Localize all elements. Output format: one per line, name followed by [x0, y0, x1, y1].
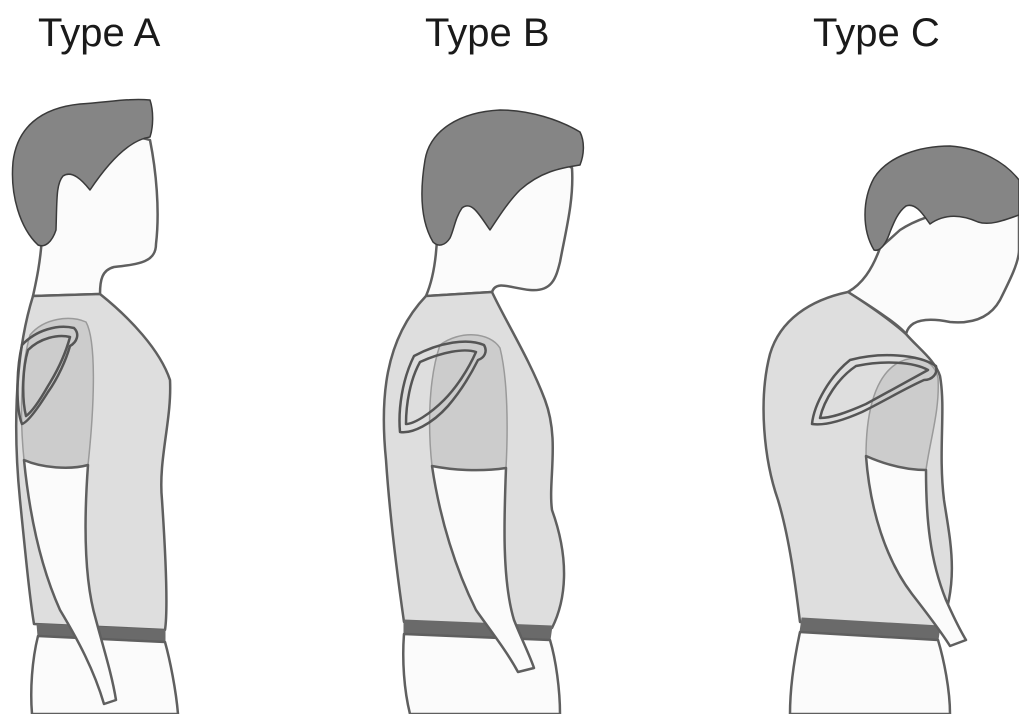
type-c-legs	[790, 632, 950, 714]
type-b-legs	[403, 634, 560, 714]
type-a-sleeve	[22, 318, 94, 467]
figure-type-b	[384, 110, 584, 714]
figure-type-a	[12, 99, 178, 714]
figure-type-c	[764, 146, 1019, 714]
